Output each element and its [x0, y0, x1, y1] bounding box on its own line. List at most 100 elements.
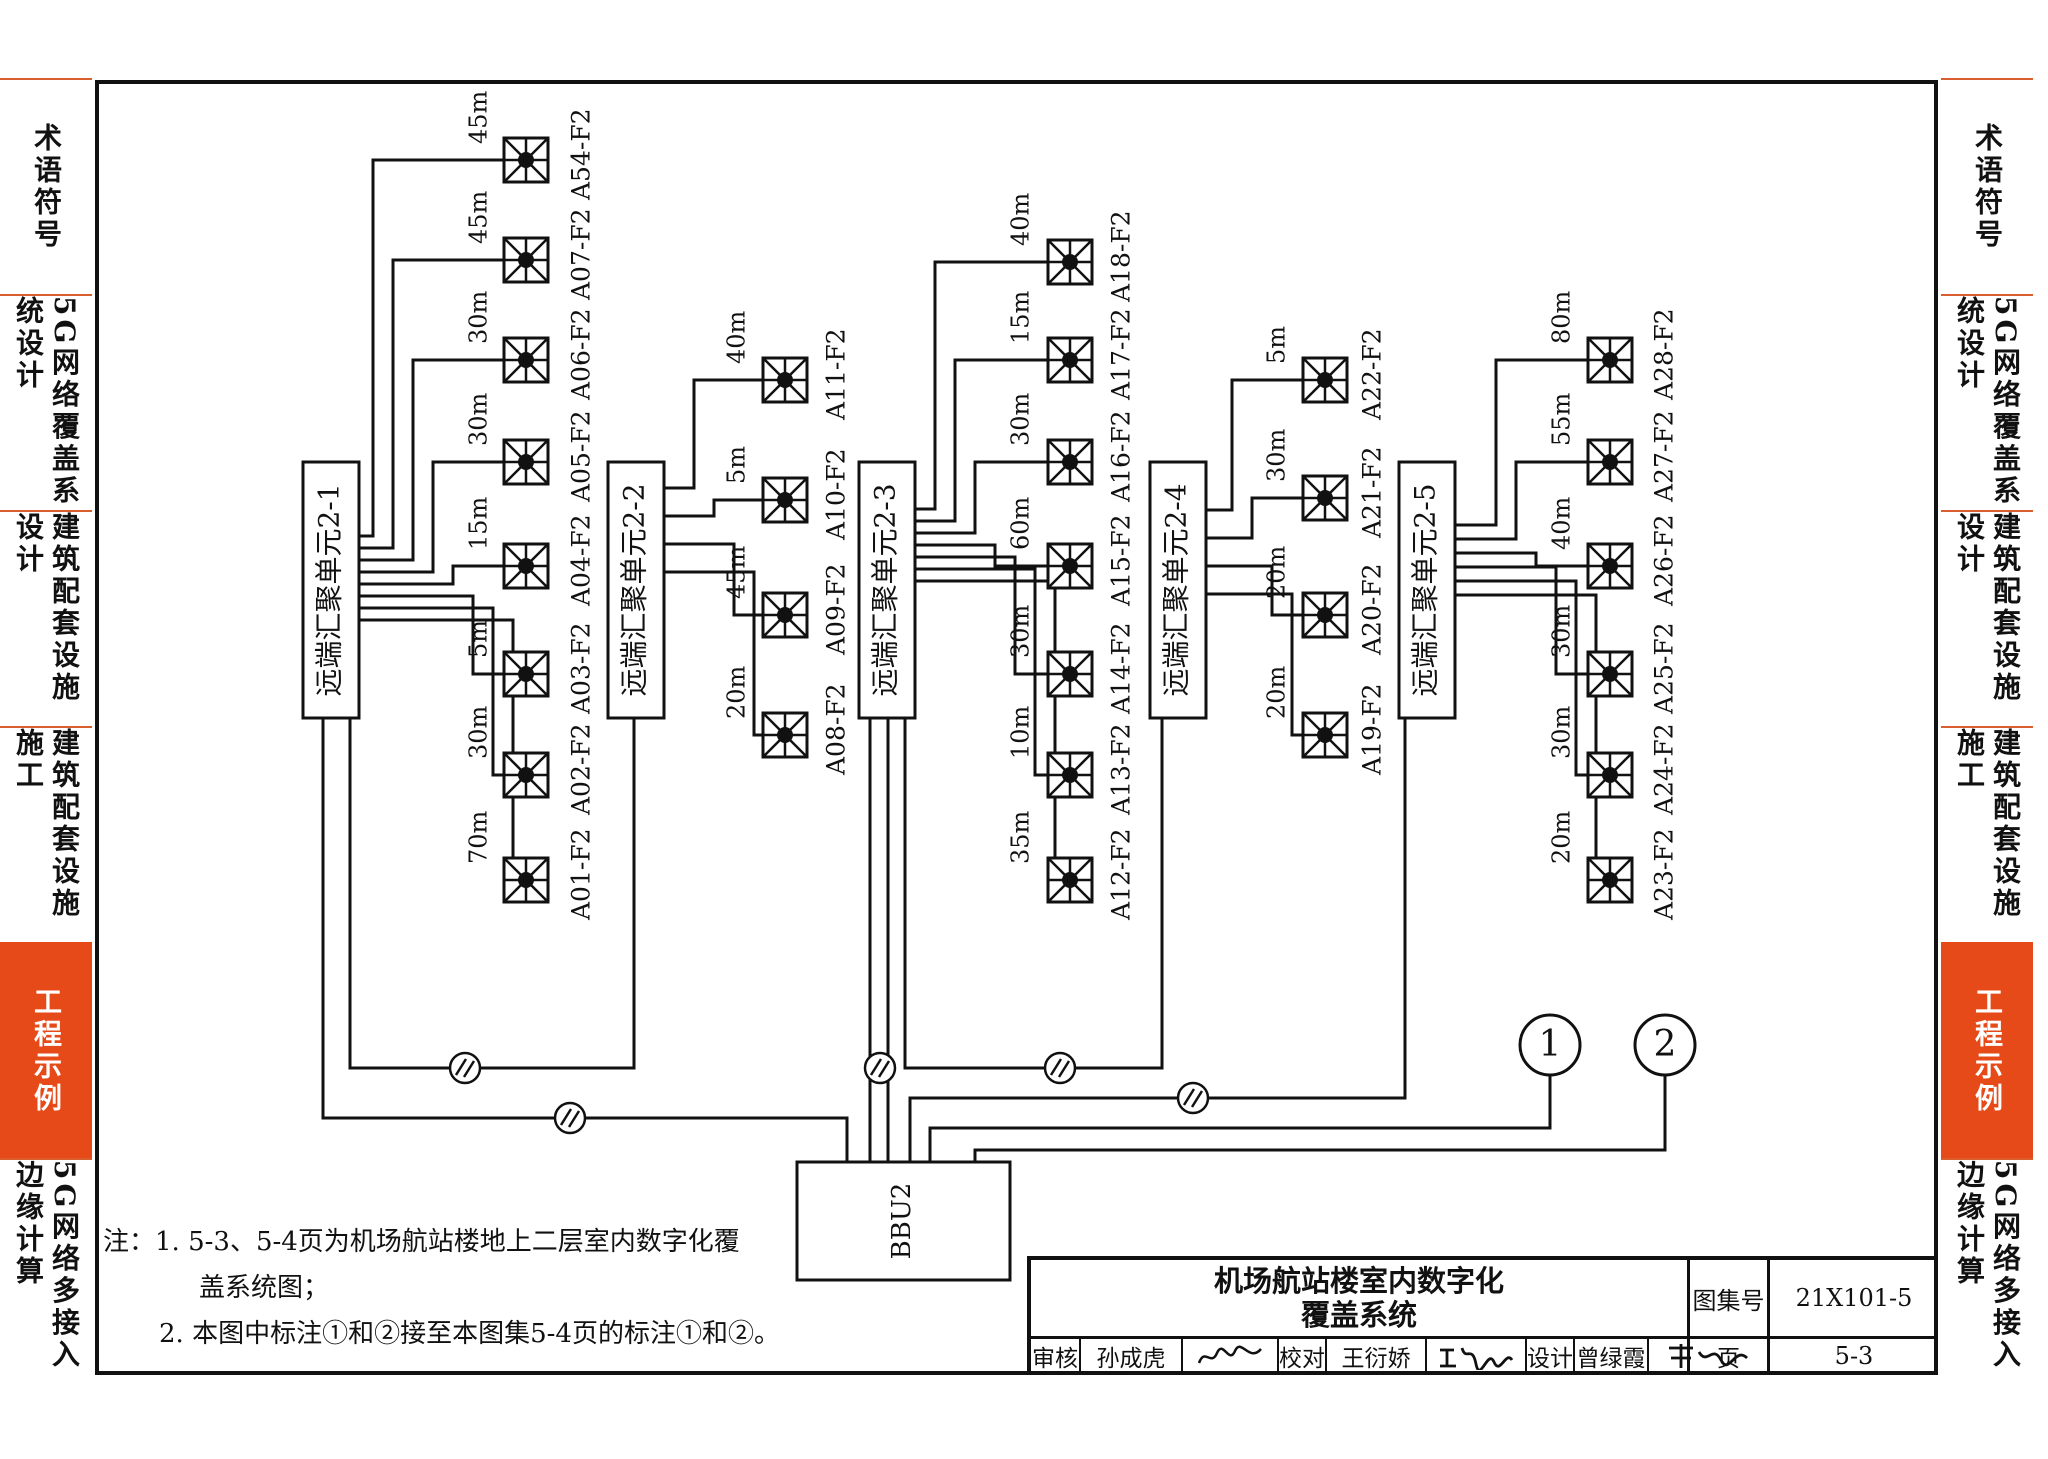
antenna-icon	[1586, 751, 1634, 799]
antenna-label: A12-F2	[1107, 828, 1136, 921]
antenna-feeder	[1455, 551, 1588, 568]
antenna-feeder	[1455, 579, 1588, 777]
antenna-label: A19-F2	[1358, 683, 1387, 776]
link-cable-1	[928, 1072, 1552, 1162]
antenna-label: A18-F2	[1107, 210, 1136, 303]
antenna-label: A10-F2	[822, 448, 851, 541]
cable-length-label: 40m	[1007, 192, 1035, 246]
antenna-icon	[1046, 650, 1094, 698]
cable-break-symbol	[863, 1051, 897, 1085]
aggregation-unit: 远端汇聚单元2-4	[1148, 460, 1208, 720]
side-tab-label: 术语符号	[1971, 123, 2004, 251]
cable-length-label: 45m	[465, 190, 493, 244]
cable-length-label: 60m	[1007, 496, 1035, 550]
antenna-feeder	[359, 358, 504, 562]
cable-length-label: 15m	[465, 496, 493, 550]
cable-length-label: 80m	[1548, 290, 1576, 344]
bbu-label: BBU2	[887, 1183, 917, 1260]
side-tab-label: 5G网络多接入边缘计算	[12, 1160, 81, 1372]
antenna-icon	[1586, 438, 1634, 486]
antenna-feeder	[359, 564, 504, 586]
cable-break-symbol	[553, 1101, 587, 1135]
cable-length-label: 40m	[1548, 496, 1576, 550]
side-tab-terms[interactable]: 术语符号	[1941, 78, 2033, 294]
side-tab-label: 建筑配套设施施工	[12, 728, 81, 920]
check-label: 校对	[1277, 1338, 1325, 1374]
antenna-icon	[761, 356, 809, 404]
side-tab-facility-design[interactable]: 建筑配套设施设计	[1941, 510, 2033, 726]
unit-label: 远端汇聚单元2-2	[618, 483, 651, 696]
side-tab-label: 工程示例	[30, 987, 63, 1115]
cable-length-label: 5m	[723, 446, 751, 484]
cable-length-label: 30m	[1007, 604, 1035, 658]
antenna-label: A15-F2	[1107, 514, 1136, 607]
antenna-label: A25-F2	[1650, 622, 1679, 715]
cable-length-label: 40m	[723, 310, 751, 364]
unit-label: 远端汇聚单元2-5	[1409, 483, 1442, 696]
antenna-label: A23-F2	[1650, 828, 1679, 921]
antenna-label: A04-F2	[567, 514, 596, 607]
side-tab-terms[interactable]: 术语符号	[0, 78, 92, 294]
antenna-label: A16-F2	[1107, 410, 1136, 503]
antenna-icon	[502, 336, 550, 384]
antenna-icon	[502, 236, 550, 284]
designer-signature	[1647, 1338, 1767, 1374]
side-tab-5g-design[interactable]: 5G网络覆盖系统设计	[0, 294, 92, 510]
cable-length-label: 20m	[723, 665, 751, 719]
reviewer-name: 孙成虎	[1079, 1338, 1181, 1374]
cable-length-label: 30m	[465, 392, 493, 446]
antenna-icon	[502, 438, 550, 486]
antenna-icon	[502, 751, 550, 799]
drawing-title: 机场航站楼室内数字化 覆盖系统	[1031, 1260, 1687, 1336]
cable-length-label: 30m	[1263, 428, 1291, 482]
antenna-icon	[1301, 711, 1349, 759]
antenna-label: A03-F2	[567, 622, 596, 715]
antenna-icon	[1301, 474, 1349, 522]
trunk-cable-unit4	[903, 718, 1164, 1070]
antenna-label: A06-F2	[567, 308, 596, 401]
antenna-label: A24-F2	[1650, 723, 1679, 816]
connector-marker: 1	[1518, 1013, 1582, 1077]
antenna-icon	[1301, 356, 1349, 404]
designer-name: 曾绿霞	[1573, 1338, 1647, 1374]
aggregation-unit: 远端汇聚单元2-1	[301, 460, 361, 720]
antenna-label: A54-F2	[567, 108, 596, 201]
connector-number: 1	[1539, 1024, 1562, 1065]
checker-name: 王衍娇	[1325, 1338, 1425, 1374]
antenna-feeder	[359, 158, 504, 538]
antenna-label: A05-F2	[567, 410, 596, 503]
side-tab-examples[interactable]: 工程示例	[1941, 942, 2033, 1158]
page-number: 5-3	[1767, 1338, 1938, 1374]
aggregation-unit: 远端汇聚单元2-5	[1397, 460, 1457, 720]
bbu-box: BBU2	[795, 1160, 1012, 1282]
unit-label: 远端汇聚单元2-4	[1160, 483, 1193, 696]
antenna-feeder	[1206, 496, 1303, 540]
side-tab-label: 建筑配套设施施工	[1953, 728, 2022, 920]
side-tab-5g-mec[interactable]: 5G网络多接入边缘计算	[0, 1158, 92, 1374]
cable-length-label: 30m	[1548, 705, 1576, 759]
cable-length-label: 55m	[1548, 392, 1576, 446]
antenna-feeder	[1455, 358, 1588, 527]
atlas-no-label: 图集号	[1687, 1260, 1767, 1336]
antenna-feeder	[664, 498, 763, 518]
connector-marker: 2	[1633, 1013, 1697, 1077]
antenna-icon	[1301, 591, 1349, 639]
side-tab-5g-design[interactable]: 5G网络覆盖系统设计	[1941, 294, 2033, 510]
unit-label: 远端汇聚单元2-1	[313, 483, 346, 696]
page-label: 页	[1687, 1338, 1767, 1374]
connector-number: 2	[1654, 1024, 1677, 1065]
antenna-feeder	[1455, 460, 1588, 541]
note-line-2: 2. 本图中标注①和②接至本图集5-4页的标注①和②。	[159, 1319, 780, 1349]
antenna-label: A27-F2	[1650, 410, 1679, 503]
link-cable-2	[973, 1072, 1667, 1162]
antenna-icon	[1046, 856, 1094, 904]
cable-length-label: 15m	[1007, 290, 1035, 344]
antenna-label: A08-F2	[822, 683, 851, 776]
side-tab-facility-construction[interactable]: 建筑配套设施施工	[0, 726, 92, 942]
side-tab-5g-mec[interactable]: 5G网络多接入边缘计算	[1941, 1158, 2033, 1374]
side-tab-facility-design[interactable]: 建筑配套设施设计	[0, 510, 92, 726]
drawing-title-line-2: 覆盖系统	[1300, 1298, 1417, 1332]
side-tab-examples[interactable]: 工程示例	[0, 942, 92, 1158]
side-tab-facility-construction[interactable]: 建筑配套设施施工	[1941, 726, 2033, 942]
